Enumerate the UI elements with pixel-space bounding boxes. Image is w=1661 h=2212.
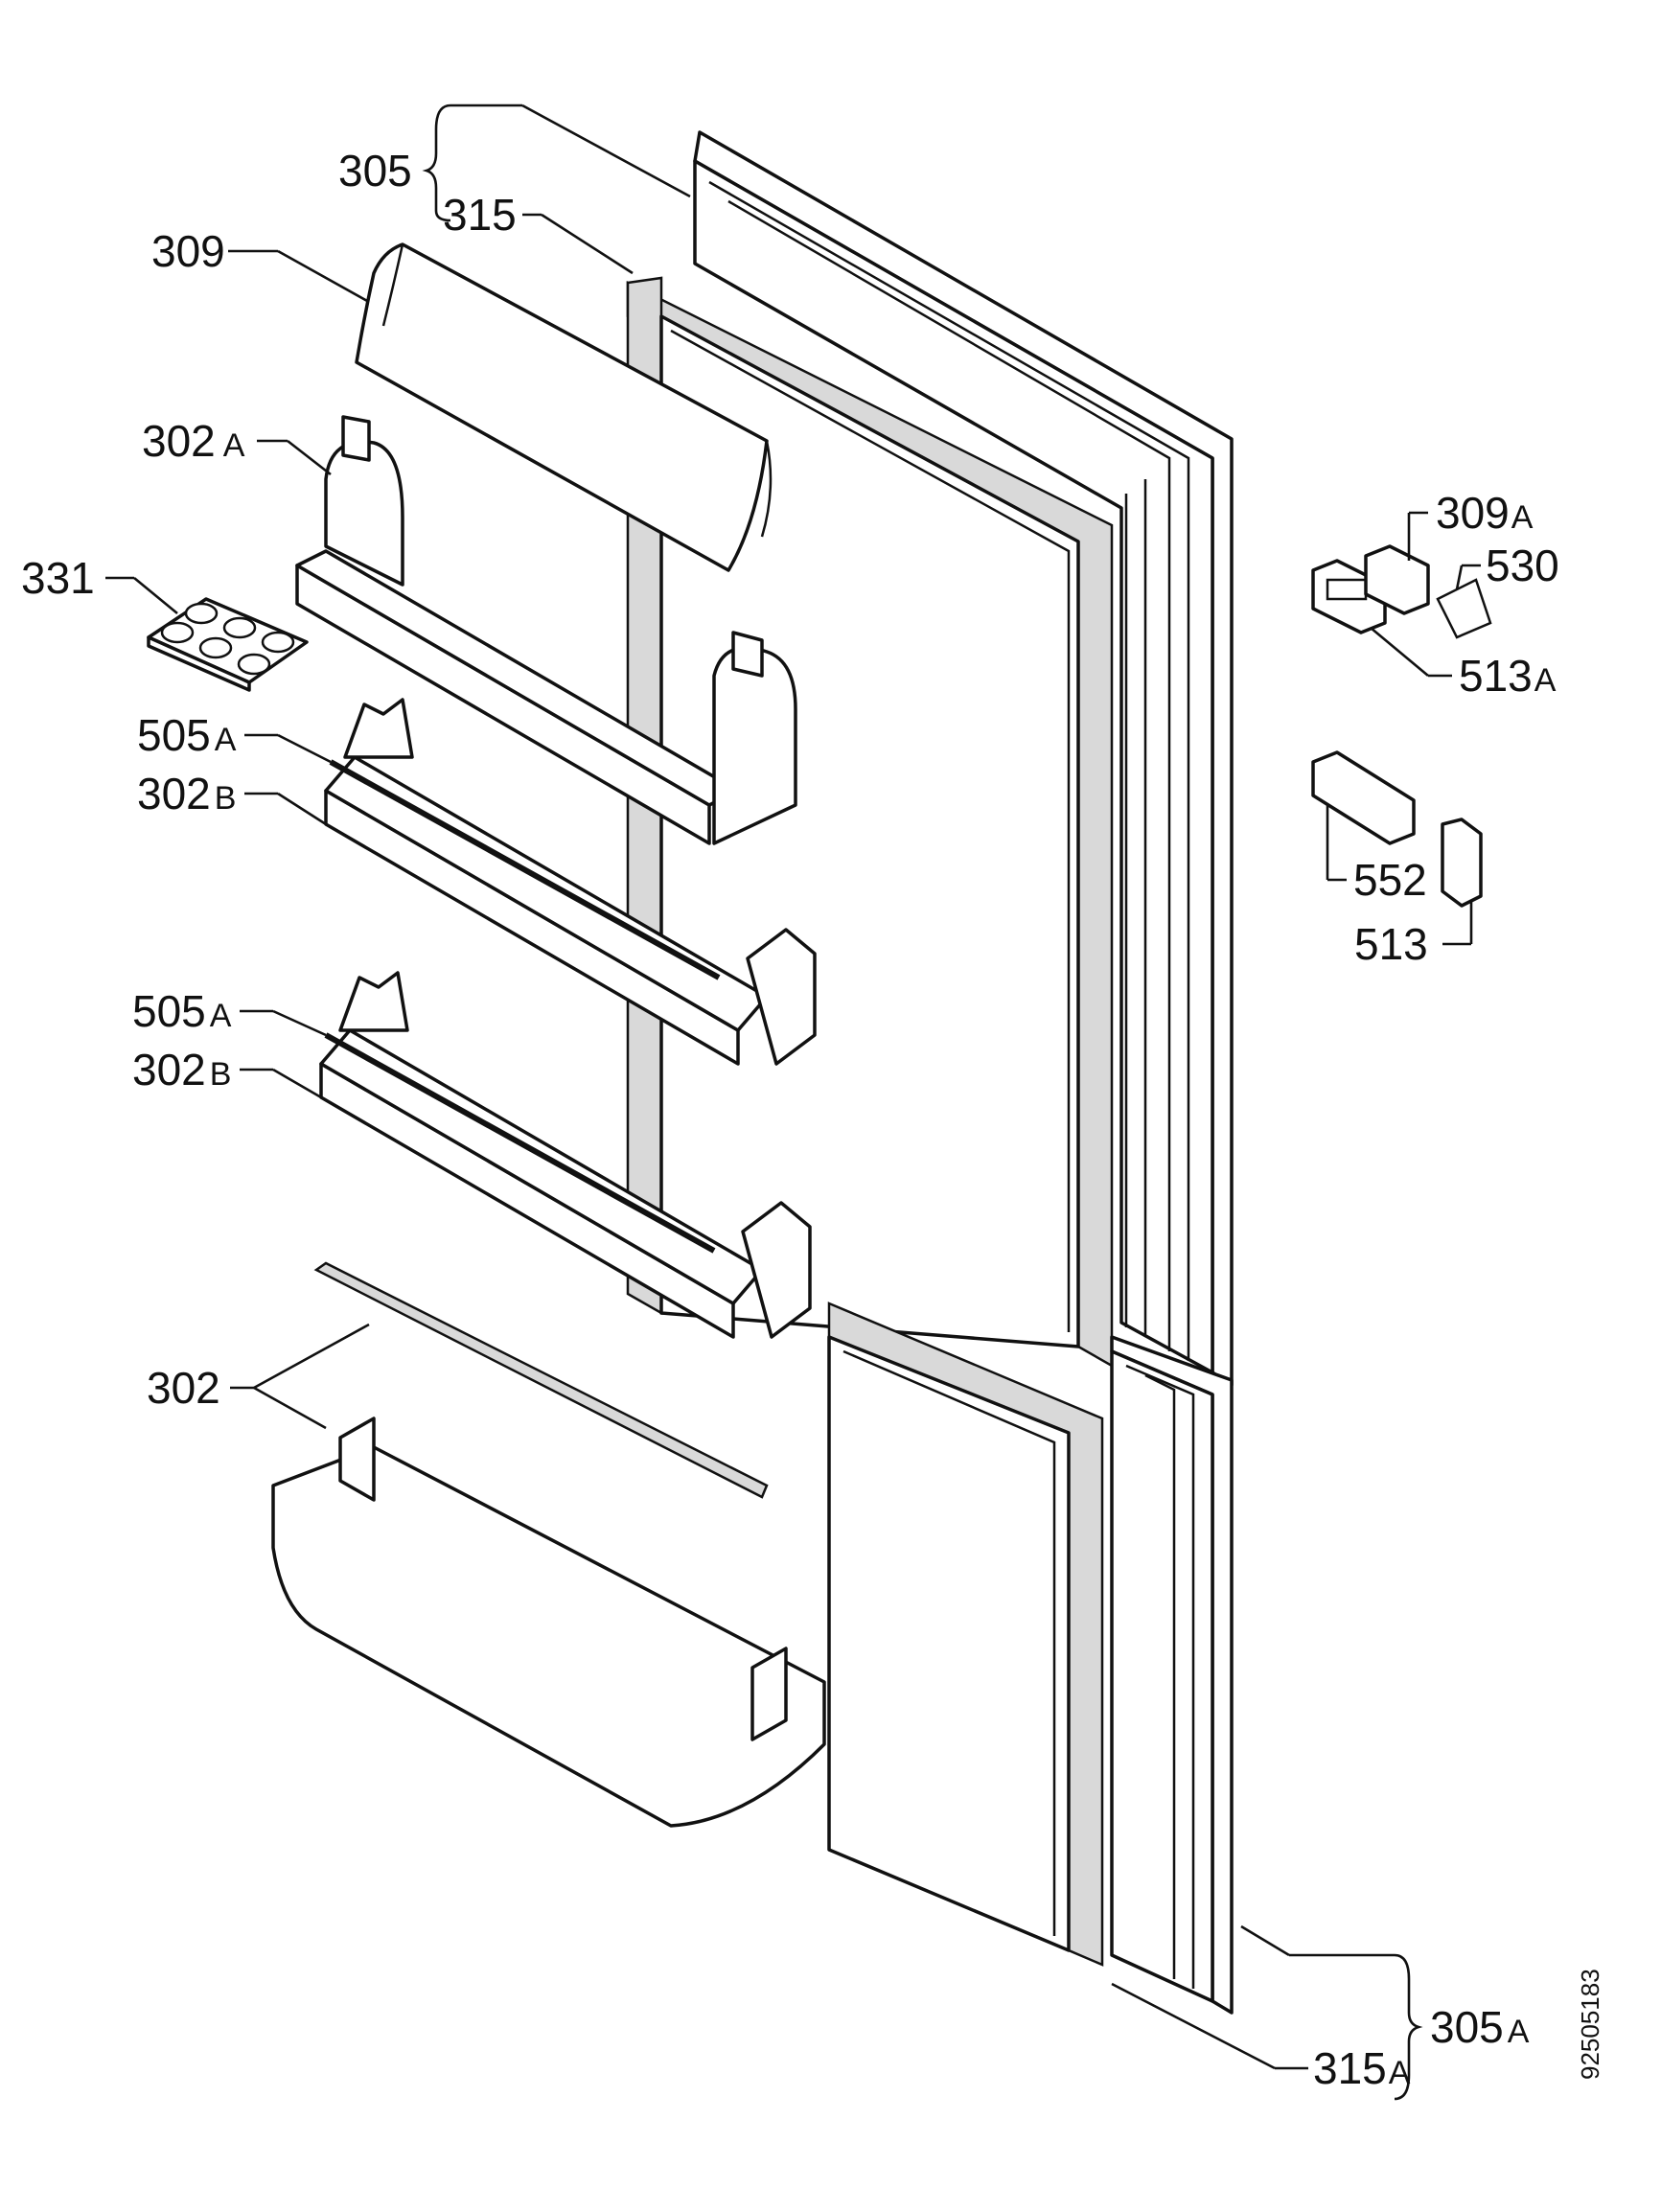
label-302: 302 xyxy=(147,1363,220,1413)
upper-door-305 xyxy=(693,130,1234,1387)
label-513a: 513A xyxy=(1459,651,1557,701)
hinge-parts xyxy=(1311,544,1492,908)
label-552: 552 xyxy=(1353,855,1427,905)
lower-door-305a xyxy=(1110,1335,1234,2015)
label-315: 315 xyxy=(443,190,517,240)
balcony-302a xyxy=(295,415,797,845)
balcony-302b-upper xyxy=(324,698,817,1066)
cover-309 xyxy=(355,242,773,572)
part-513 xyxy=(1441,818,1483,908)
label-309a: 309A xyxy=(1436,488,1534,538)
balcony-302b-lower xyxy=(319,971,812,1339)
label-530: 530 xyxy=(1486,541,1559,590)
part-552 xyxy=(1311,750,1416,845)
lower-gasket-315a xyxy=(827,1302,1104,1967)
leader-lines xyxy=(105,104,1481,2101)
part-309a xyxy=(1364,544,1430,615)
label-305: 305 xyxy=(338,146,412,196)
egg-tray-331 xyxy=(147,597,309,692)
label-513: 513 xyxy=(1354,919,1428,969)
label-315a: 315A xyxy=(1313,2043,1411,2093)
label-331: 331 xyxy=(21,553,95,603)
bottle-shelf-302 xyxy=(271,1261,826,1828)
label-309: 309 xyxy=(151,226,225,276)
document-id: 92505183 xyxy=(1576,1969,1604,2080)
part-530 xyxy=(1436,578,1492,639)
